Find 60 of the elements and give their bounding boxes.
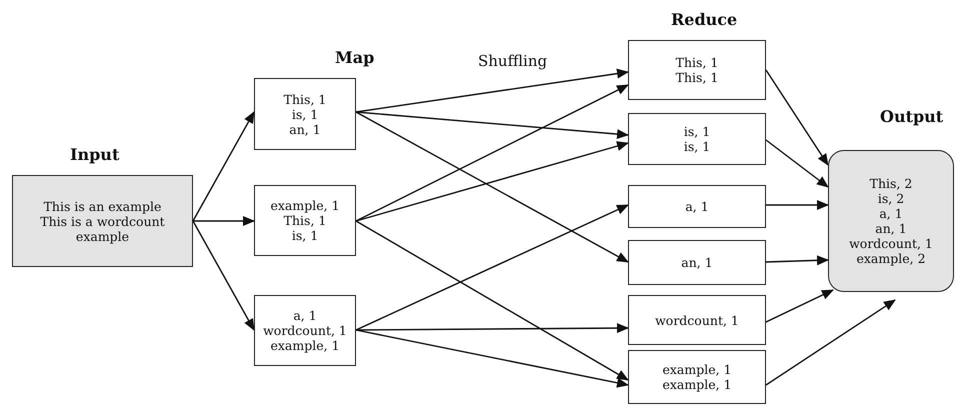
node-text: This, 1 [284, 213, 326, 228]
process-box [254, 185, 356, 256]
column-heading: Output [880, 107, 944, 126]
arrow [356, 220, 629, 381]
node-text: This, 1 [676, 70, 718, 85]
arrow [356, 84, 629, 222]
process-box [628, 185, 766, 228]
node-text: This is a wordcount example [39, 214, 166, 244]
node-text: wordcount, 1 [263, 323, 347, 338]
process-box [628, 350, 766, 404]
arrow [356, 68, 629, 113]
node-text: is, 1 [684, 124, 710, 139]
node-text: example, 1 [270, 198, 340, 213]
node-text: a, 1 [685, 199, 709, 214]
arrow [192, 111, 255, 222]
output-box [828, 150, 954, 292]
node-text: example, 1 [270, 338, 340, 353]
node-text: This is an example [44, 198, 162, 214]
arrow [356, 329, 629, 388]
arrow [765, 70, 829, 166]
node-text: a, 1 [879, 206, 903, 221]
node-text: example, 2 [856, 251, 926, 266]
node-text: an, 1 [875, 221, 907, 236]
node-text: example, 1 [662, 362, 732, 377]
node-text: is, 1 [292, 228, 318, 243]
process-box [254, 295, 356, 366]
arrow [766, 200, 829, 210]
arrow [766, 255, 829, 266]
arrow [766, 289, 834, 323]
node-text: is, 1 [292, 106, 318, 122]
process-box [628, 295, 766, 345]
node-text: wordcount, 1 [849, 236, 933, 251]
arrow [356, 111, 629, 263]
stage-label: Shuffling [478, 52, 548, 70]
node-text: is, 1 [684, 139, 710, 154]
process-box [628, 40, 766, 100]
arrow [356, 323, 629, 334]
process-box [628, 240, 766, 285]
node-text: This, 2 [870, 176, 912, 191]
arrow [192, 220, 255, 331]
arrow [766, 139, 829, 188]
node-text: wordcount, 1 [655, 312, 739, 328]
process-box [628, 113, 766, 165]
process-box [254, 78, 356, 150]
arrow [356, 141, 629, 222]
column-heading: Input [70, 145, 120, 164]
column-heading: Map [335, 48, 374, 67]
node-text: is, 2 [878, 191, 904, 206]
arrow [766, 299, 896, 386]
node-text: example, 1 [662, 377, 732, 392]
node-text: This, 1 [284, 92, 326, 106]
node-text: This, 1 [676, 55, 718, 70]
node-text: an, 1 [681, 255, 713, 270]
column-heading: Reduce [671, 10, 738, 29]
node-text: a, 1 [293, 308, 317, 323]
arrow [356, 204, 629, 331]
arrow [193, 216, 255, 226]
node-text: an, 1 [289, 122, 321, 136]
process-box [12, 175, 193, 267]
arrow [356, 111, 629, 140]
